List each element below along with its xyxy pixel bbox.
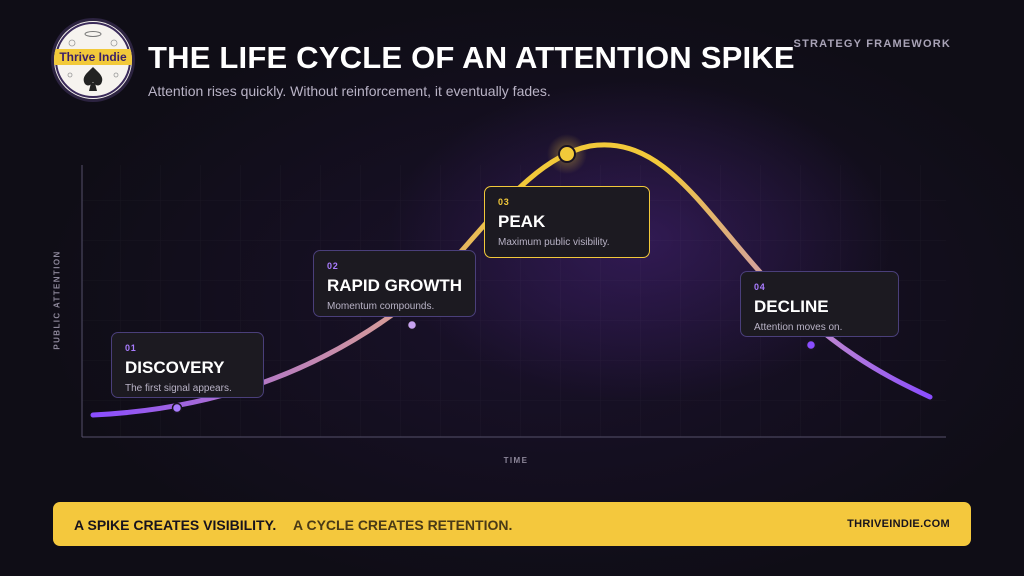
footer-message-visibility: A SPIKE CREATES VISIBILITY.	[74, 517, 277, 533]
peak-marker	[558, 145, 576, 163]
stage-card-discovery: 01 DISCOVERY The first signal appears.	[111, 332, 264, 398]
footer-message-retention: A CYCLE CREATES RETENTION.	[293, 517, 513, 533]
decline-marker	[805, 339, 817, 351]
stage-number: 03	[498, 197, 510, 207]
discovery-marker	[171, 402, 183, 414]
footer-banner: A SPIKE CREATES VISIBILITY. A CYCLE CREA…	[53, 502, 971, 546]
stage-description: The first signal appears.	[125, 383, 232, 394]
stage-card-rapid-growth: 02 RAPID GROWTH Momentum compounds.	[313, 250, 476, 317]
stage-number: 01	[125, 343, 137, 353]
stage-card-peak: 03 PEAK Maximum public visibility.	[484, 186, 650, 258]
website-link[interactable]: THRIVEINDIE.COM	[847, 518, 950, 530]
stage-card-decline: 04 DECLINE Attention moves on.	[740, 271, 899, 337]
stage-name: RAPID GROWTH	[327, 276, 463, 295]
framework-tag: STRATEGY FRAMEWORK	[793, 38, 951, 50]
stage-name: DECLINE	[754, 297, 829, 316]
page-title: THE LIFE CYCLE OF AN ATTENTION SPIKE	[148, 40, 795, 75]
stage-description: Maximum public visibility.	[498, 237, 610, 248]
stage-name: PEAK	[498, 212, 546, 231]
stage-name: DISCOVERY	[125, 358, 225, 377]
logo-wordmark: Thrive Indie	[54, 49, 132, 65]
stage-description: Momentum compounds.	[327, 301, 435, 312]
growth-marker	[406, 319, 418, 331]
thrive-indie-logo: Thrive Indie	[54, 21, 132, 99]
stage-description: Attention moves on.	[754, 322, 843, 333]
stage-number: 04	[754, 282, 766, 292]
page-subtitle: Attention rises quickly. Without reinfor…	[148, 83, 551, 99]
y-axis-label: PUBLIC ATTENTION	[52, 250, 62, 350]
stage-number: 02	[327, 261, 339, 271]
x-axis-label: TIME	[503, 456, 529, 465]
